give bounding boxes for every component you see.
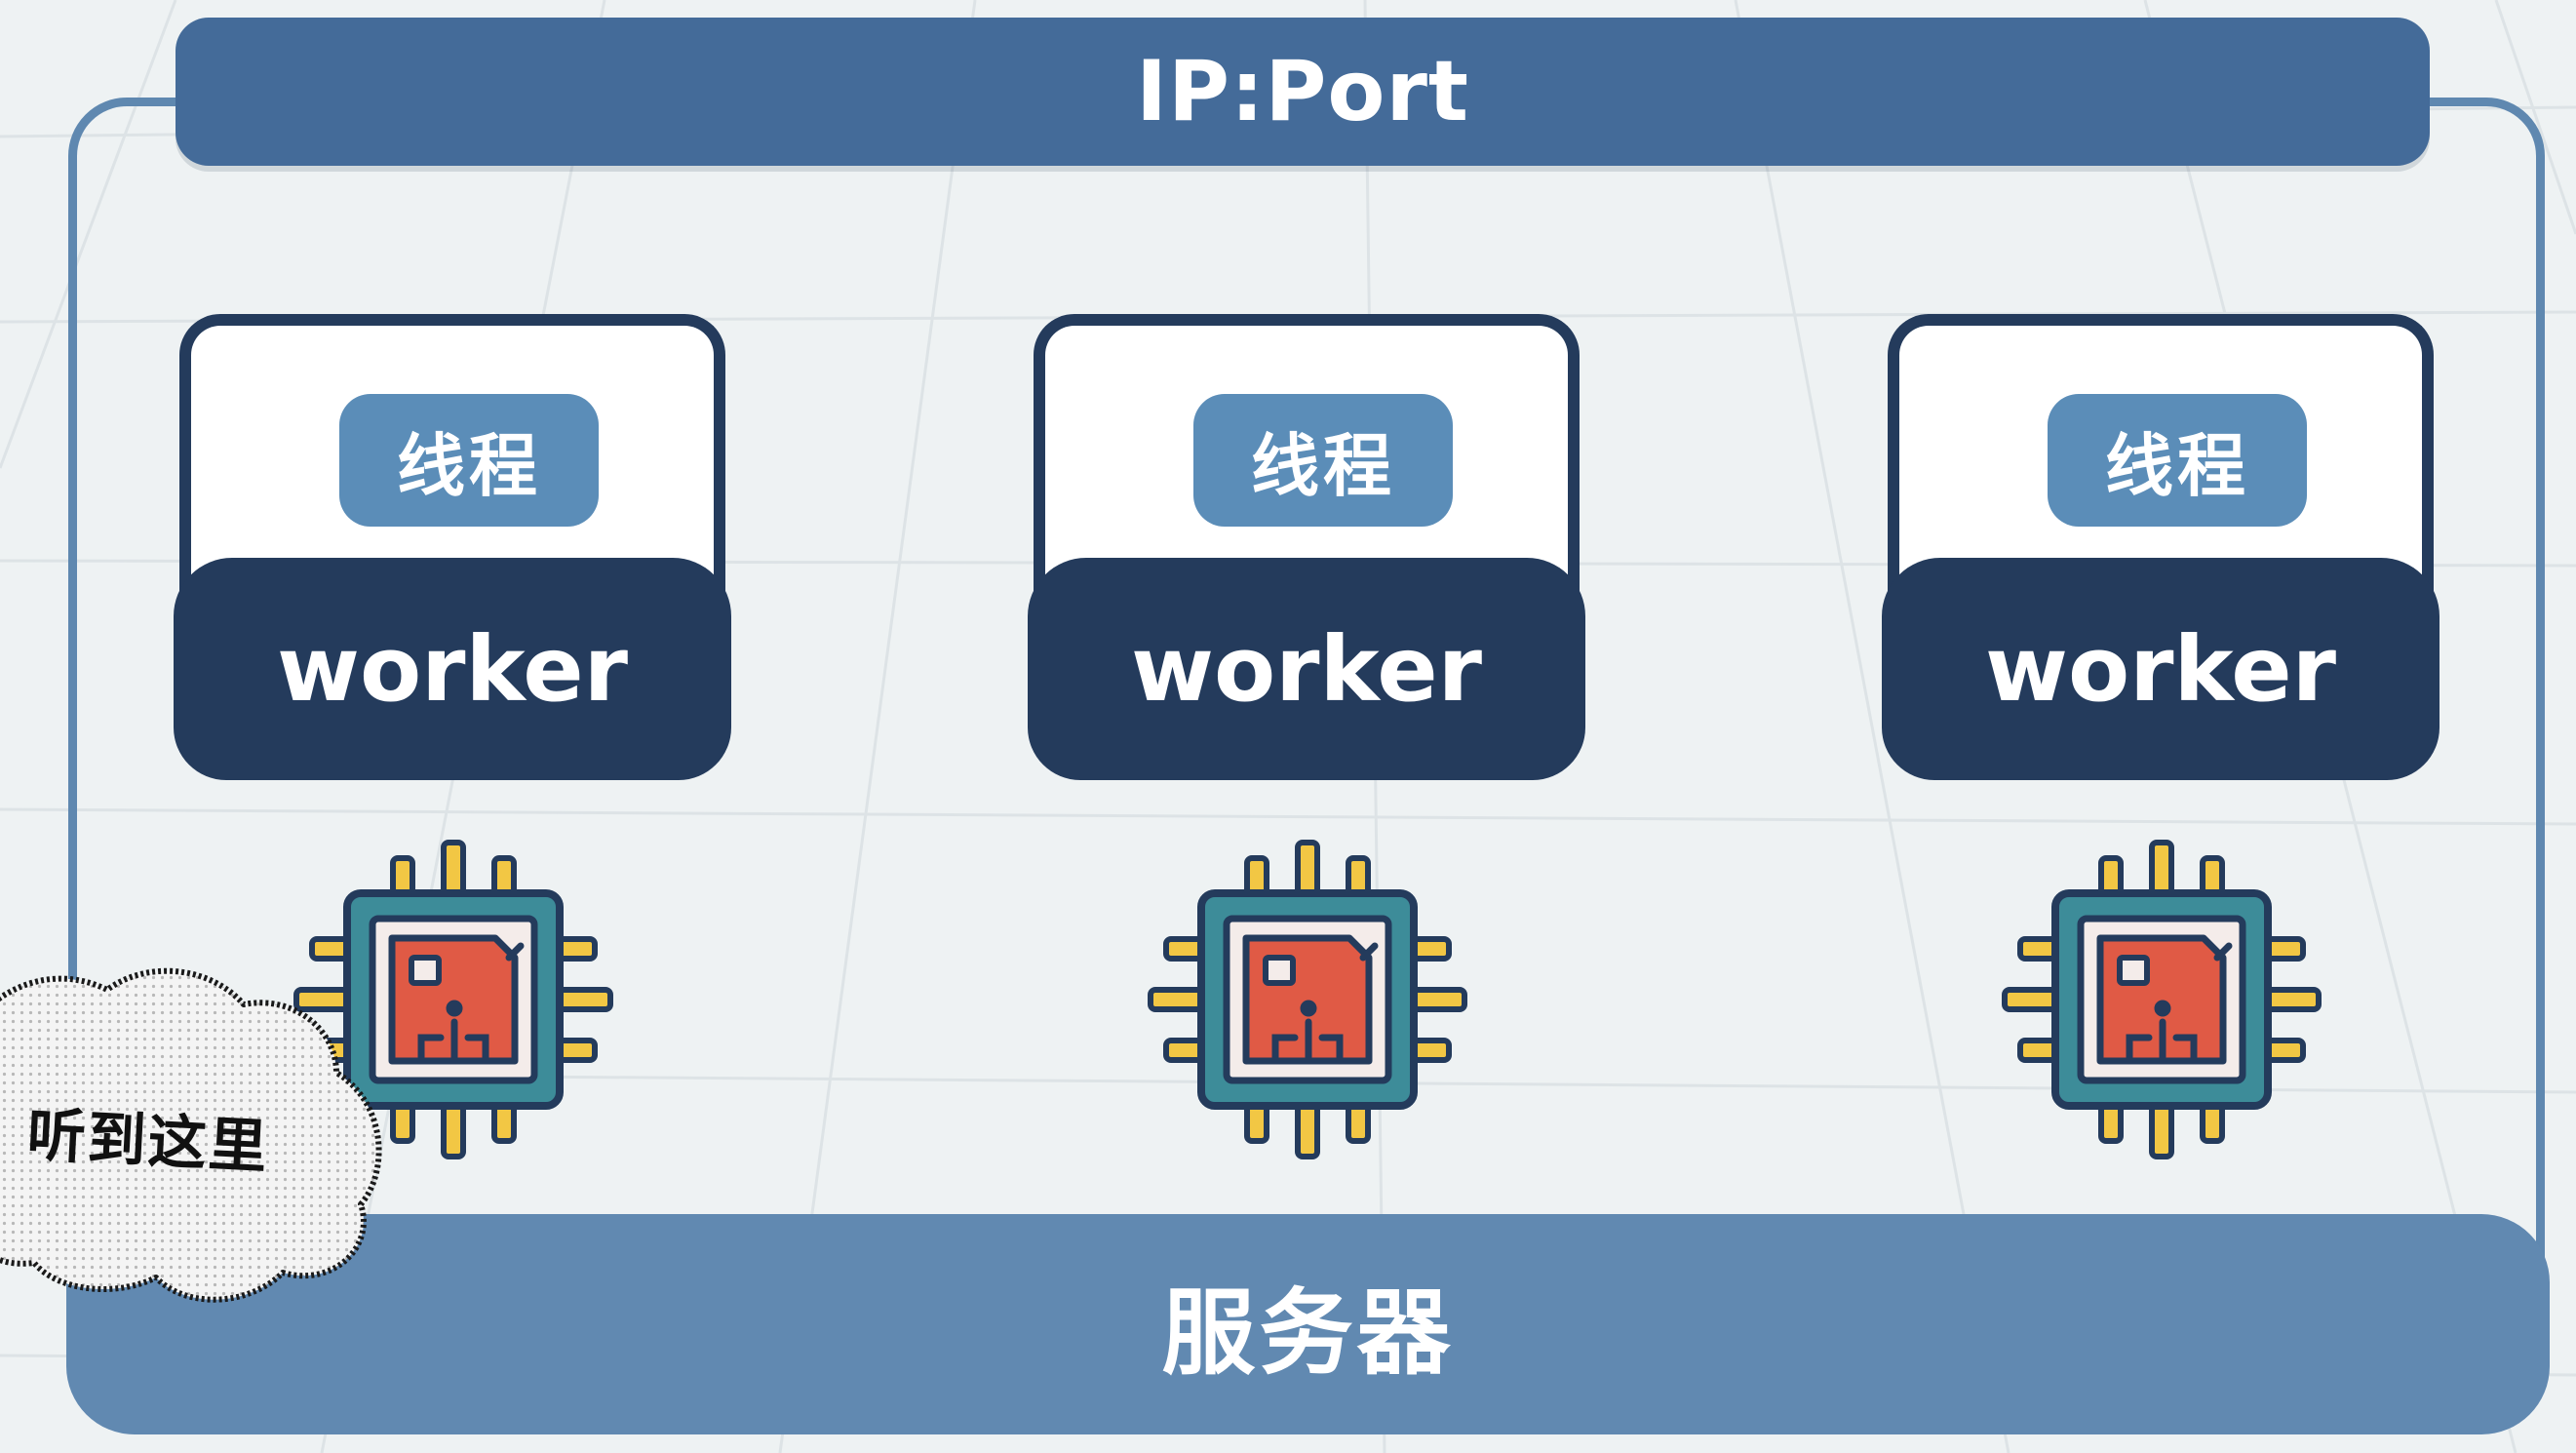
worker-card-2: 线程 worker [1028,314,1585,780]
worker-card-3: 线程 worker [1882,314,2439,780]
worker-label: worker [1028,558,1585,780]
cpu-chip-icon [293,840,613,1159]
thought-bubble-icon [0,967,382,1303]
ip-port-label: IP:Port [1135,43,1470,140]
bubble-label: 听到这里 [25,1101,271,1183]
server-label: 服务器 [1161,1277,1455,1388]
ip-port-bar: IP:Port [176,18,2430,166]
worker-card-1: 线程 worker [174,314,731,780]
thread-badge: 线程 [2048,394,2307,527]
worker-label: worker [1882,558,2439,780]
server-bar: 服务器 [66,1214,2550,1434]
thread-badge: 线程 [1193,394,1453,527]
worker-label: worker [174,558,731,780]
cpu-chip-icon [1148,840,1467,1159]
thread-badge: 线程 [339,394,599,527]
cpu-chip-icon [2002,840,2322,1159]
